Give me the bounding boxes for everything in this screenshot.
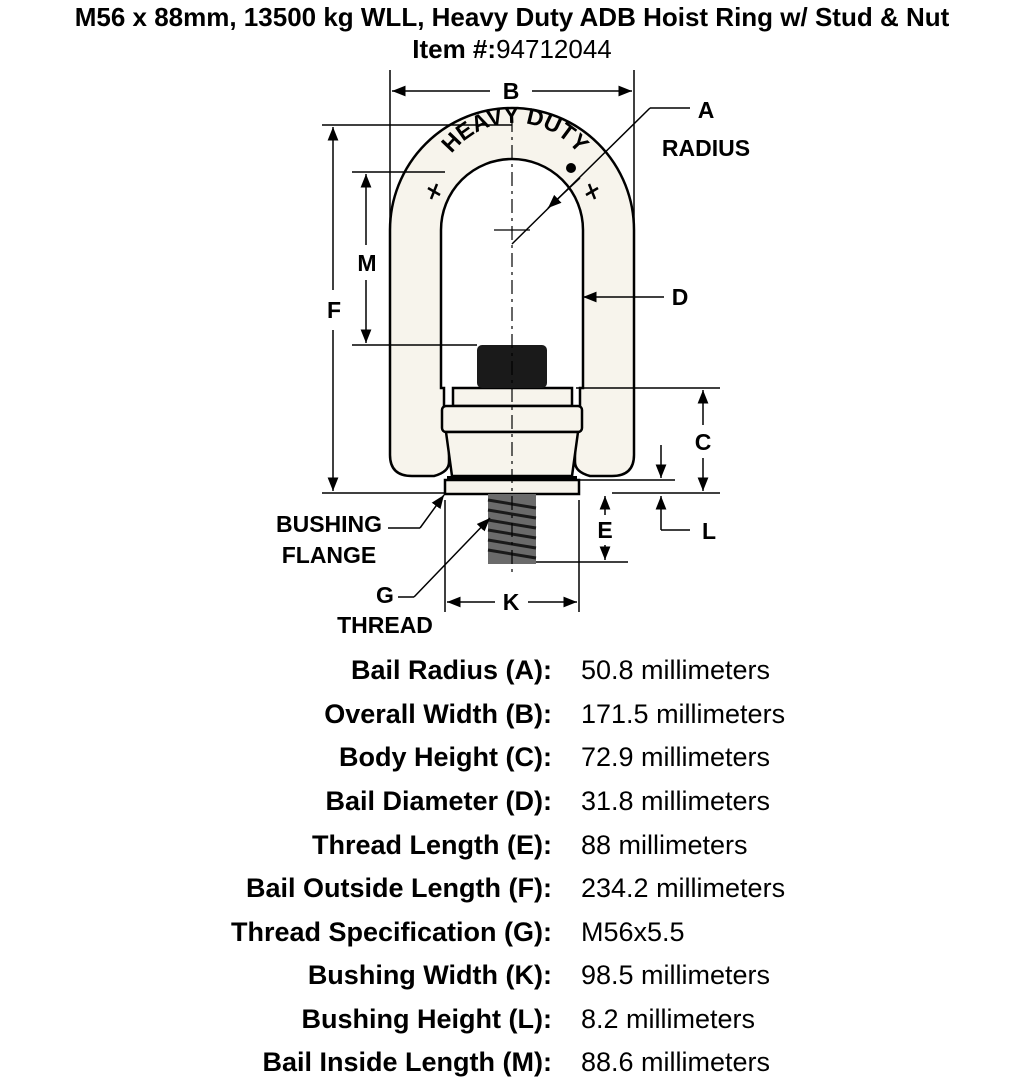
spec-row: Bail Inside Length (M): 88.6 millimeters — [0, 1040, 1024, 1084]
hoist-ring-diagram: HEAVY DUTY — [276, 70, 750, 638]
spec-label: Bushing Width (K): — [307, 960, 552, 990]
label-k: K — [503, 589, 520, 615]
spec-row: Bushing Height (L): 8.2 millimeters — [0, 997, 1024, 1041]
spec-row: Bail Outside Length (F): 234.2 millimete… — [0, 866, 1024, 910]
spec-row: Thread Specification (G): M56x5.5 — [0, 910, 1024, 954]
spec-row: Body Height (C): 72.9 millimeters — [0, 735, 1024, 779]
spec-value: 72.9 millimeters — [581, 742, 771, 772]
spec-label: Overall Width (B): — [324, 699, 552, 729]
label-g: G — [376, 582, 394, 608]
spec-value: 171.5 millimeters — [581, 699, 786, 729]
spec-row: Thread Length (E): 88 millimeters — [0, 823, 1024, 867]
label-flange: FLANGE — [282, 542, 377, 568]
label-radius: RADIUS — [662, 135, 750, 161]
spec-label: Bail Inside Length (M): — [262, 1047, 553, 1077]
label-a: A — [698, 97, 715, 123]
label-d: D — [672, 284, 689, 310]
label-f: F — [327, 297, 341, 323]
label-thread: THREAD — [337, 612, 433, 638]
label-m: M — [357, 250, 376, 276]
item-number-label: Item #: — [412, 34, 497, 64]
label-b: B — [503, 78, 520, 104]
label-bushing: BUSHING — [276, 511, 382, 537]
item-number-value: 94712044 — [496, 34, 612, 64]
spec-row: Bushing Width (K): 98.5 millimeters — [0, 953, 1024, 997]
spec-label: Bail Outside Length (F): — [246, 873, 552, 903]
spec-value: 234.2 millimeters — [581, 873, 786, 903]
spec-value: 31.8 millimeters — [581, 786, 771, 816]
spec-row: Bail Radius (A): 50.8 millimeters — [0, 648, 1024, 692]
product-title: M56 x 88mm, 13500 kg WLL, Heavy Duty ADB… — [74, 2, 950, 32]
label-c: C — [695, 429, 712, 455]
spec-value: 50.8 millimeters — [581, 655, 771, 685]
bail-dot — [566, 163, 576, 173]
spec-label: Bail Radius (A): — [350, 655, 552, 685]
spec-row: Bail Diameter (D): 31.8 millimeters — [0, 779, 1024, 823]
spec-label: Thread Specification (G): — [230, 917, 552, 947]
spec-value: 88.6 millimeters — [581, 1047, 771, 1077]
bail-cross-marks — [427, 183, 599, 200]
spec-label: Bushing Height (L): — [301, 1004, 552, 1034]
spec-value: 88 millimeters — [581, 830, 748, 860]
spec-value: M56x5.5 — [581, 917, 685, 947]
spec-row: Overall Width (B): 171.5 millimeters — [0, 692, 1024, 736]
spec-value: 8.2 millimeters — [581, 1004, 756, 1034]
item-number-line: Item #:94712044 — [0, 34, 1024, 64]
spec-label: Thread Length (E): — [312, 830, 552, 860]
label-l: L — [702, 518, 716, 544]
spec-value: 98.5 millimeters — [581, 960, 771, 990]
label-e: E — [597, 517, 612, 543]
spec-label: Body Height (C): — [339, 742, 552, 772]
spec-label: Bail Diameter (D): — [325, 786, 552, 816]
